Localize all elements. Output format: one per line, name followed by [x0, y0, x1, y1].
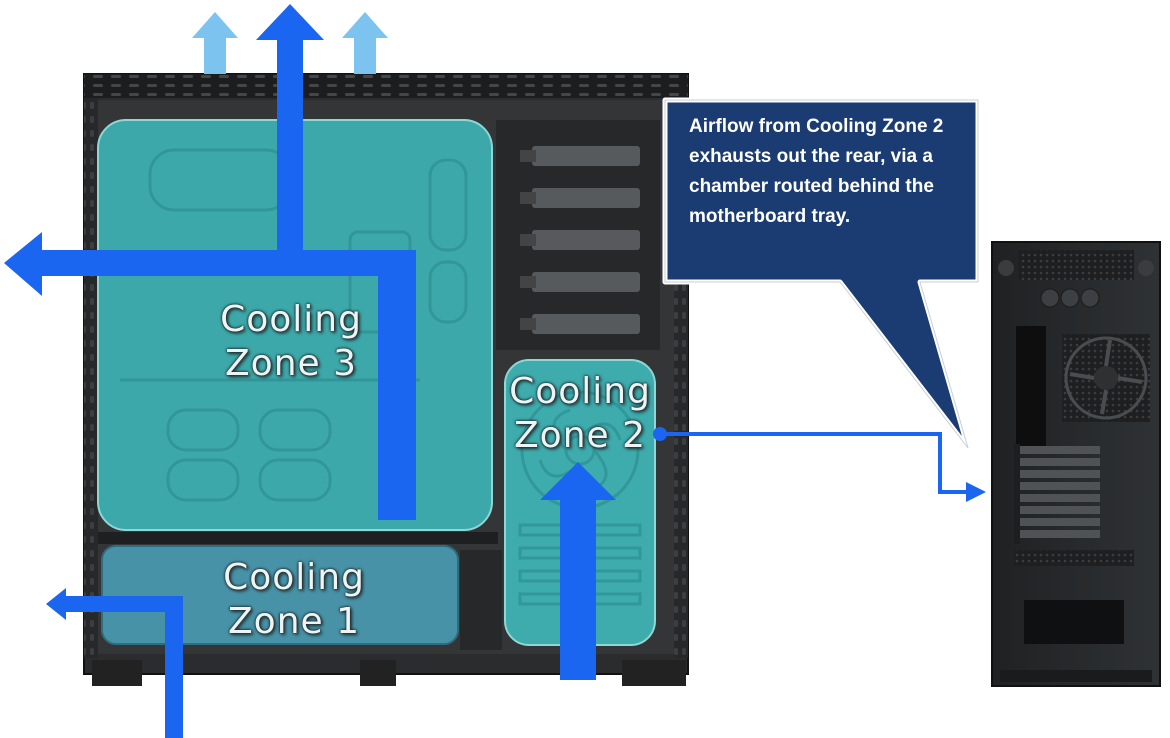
- zone3-airflow-arrow: [4, 4, 416, 520]
- rear-case: [991, 241, 1161, 687]
- drive-sleds: [520, 146, 640, 334]
- zone2-exhaust-pointer: [653, 427, 986, 502]
- rear-fan-icon: [1062, 334, 1150, 422]
- top-exhaust-arrows-light: [192, 12, 388, 74]
- zone1-airflow-arrow: [46, 588, 183, 738]
- zone3-label: Cooling Zone 3: [220, 299, 362, 384]
- zone2-label: Cooling Zone 2: [509, 371, 651, 456]
- expansion-slots: [1014, 444, 1100, 544]
- zone1-label: Cooling Zone 1: [223, 557, 365, 642]
- zone2-intake-arrow: [540, 462, 616, 680]
- callout-text: Airflow from Cooling Zone 2 exhausts out…: [689, 116, 944, 227]
- callout-box: [662, 97, 981, 451]
- cooling-zone-1: [101, 545, 459, 645]
